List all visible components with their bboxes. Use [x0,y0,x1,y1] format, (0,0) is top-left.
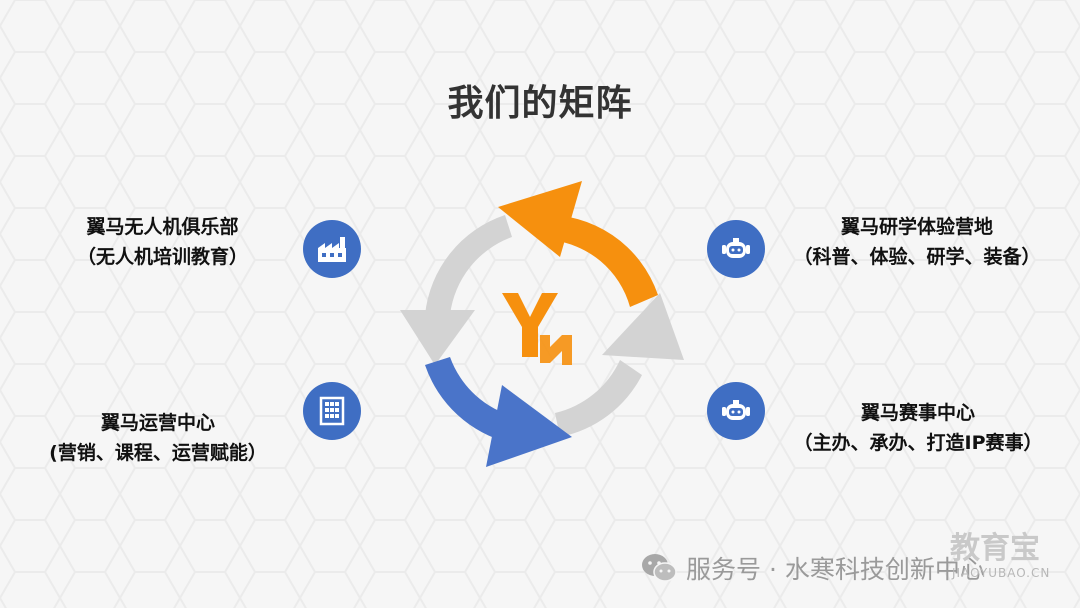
cycle-diagram [400,181,684,467]
gray-arrowhead-bottom-right [602,293,684,360]
item-title: 翼马研学体验营地 [840,216,993,238]
brand-url: JIAOYUBAO.CN [952,566,1051,580]
gray-arrow-bottom-right [555,360,642,437]
item-subtitle: （无人机培训教育） [76,246,248,268]
ym-logo [502,293,572,365]
factory-icon [303,220,361,278]
item-title: 翼马赛事中心 [860,402,975,424]
watermark-text: 服务号 · 水寒科技创新中心 [686,555,985,584]
robot-icon [707,382,765,440]
watermark: 服务号 · 水寒科技创新中心 [640,548,985,588]
matrix-item-operation-center: 翼马运营中心 (营销、课程、运营赋能） [18,408,298,468]
item-title: 翼马运营中心 [100,412,215,434]
orange-arrow [540,214,658,307]
orange-arrowhead [498,181,582,257]
building-icon [303,382,361,440]
gray-arrow-top-left [425,215,512,315]
matrix-item-uav-club: 翼马无人机俱乐部 （无人机培训教育） [30,212,295,272]
matrix-item-study-camp: 翼马研学体验营地 （科普、体验、研学、装备） [772,212,1062,272]
brand-logo-text: 教育宝 [950,531,1040,566]
item-title: 翼马无人机俱乐部 [86,216,239,238]
item-subtitle: (营销、课程、运营赋能） [49,442,267,464]
blue-arrow [425,357,516,443]
matrix-item-event-center: 翼马赛事中心 （主办、承办、打造IP赛事） [778,398,1058,458]
robot-icon [707,220,765,278]
item-subtitle: （主办、承办、打造IP赛事） [793,432,1043,454]
gray-arrowhead-top-left [400,310,475,365]
item-subtitle: （科普、体验、研学、装备） [793,246,1041,268]
blue-arrowhead [486,385,572,467]
page-title: 我们的矩阵 [447,83,633,124]
wechat-icon [642,554,677,582]
